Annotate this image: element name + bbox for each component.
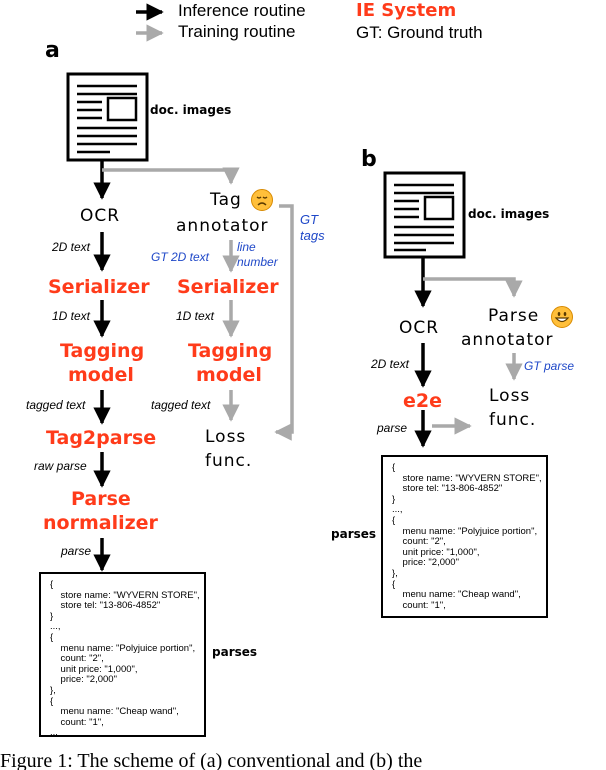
grinning-face-icon: [551, 306, 573, 328]
e2e-node: e2e: [403, 390, 442, 412]
tag2parse-node: Tag2parse: [46, 427, 157, 449]
edge-gt-parse: GT parse: [524, 359, 575, 373]
loss-func-a-2: func.: [205, 451, 253, 471]
legend-training-label: Training routine: [178, 22, 296, 41]
doc-images-label-b: doc. images: [468, 207, 550, 221]
parse-annotator-line1: Parse: [488, 306, 540, 326]
document-icon-b: [383, 171, 466, 259]
edge-2d-text-b: 2D text: [371, 357, 410, 371]
edge-parse-a: parse: [61, 544, 92, 558]
parses-text-a: { store name: "WYVERN STORE", store tel:…: [50, 579, 200, 739]
parses-label-a: parses: [212, 645, 258, 659]
serializer-node-b: Serializer: [177, 276, 279, 298]
edge-gt-2d-text: GT 2D text: [151, 250, 210, 264]
parses-label-b: parses: [331, 527, 377, 541]
loss-func-b-1: Loss: [489, 386, 531, 406]
edge-2d-text-a: 2D text: [52, 240, 91, 254]
tagging-model-right-1: Tagging: [188, 340, 273, 362]
gt-tags-line2: tags: [300, 228, 325, 243]
tagging-model-right-2: model: [196, 364, 262, 386]
serializer-node-a: Serializer: [48, 276, 150, 298]
edge-raw-parse: raw parse: [34, 459, 87, 473]
document-icon-a: [66, 72, 149, 162]
panel-a-label: a: [45, 38, 60, 63]
ocr-node-a: OCR: [80, 206, 121, 226]
legend-ground-truth: GT: Ground truth: [356, 23, 483, 42]
edge-1d-text-right: 1D text: [176, 309, 215, 323]
parses-box-a: { store name: "WYVERN STORE", store tel:…: [39, 572, 206, 739]
doc-images-label-a: doc. images: [150, 103, 232, 117]
parse-normalizer-2: normalizer: [43, 512, 158, 534]
parses-box-b: { store name: "WYVERN STORE", store tel:…: [381, 455, 548, 621]
gt-tags-line1: GT: [300, 212, 319, 227]
tag-annotator-line2: annotator: [176, 216, 269, 236]
figure-caption-text: Figure 1: The scheme of (a) conventional…: [0, 750, 423, 770]
parse-annotator-line2: annotator: [461, 330, 554, 350]
ocr-node-b: OCR: [399, 318, 440, 338]
arrow-doc-to-tag-annotator: [102, 167, 240, 185]
edge-1d-text-left: 1D text: [52, 309, 91, 323]
figure-caption: Figure 1: The scheme of (a) conventional…: [0, 748, 606, 770]
tag-annotator-line1: Tag: [210, 190, 242, 210]
arrow-gt-tags-to-loss: [274, 204, 294, 441]
parse-normalizer-1: Parse: [71, 488, 131, 510]
panel-b-label: b: [361, 147, 377, 172]
parses-text-b: { store name: "WYVERN STORE", store tel:…: [392, 462, 542, 622]
legend-inference-label: Inference routine: [178, 1, 306, 20]
legend-ie-system: IE System: [356, 0, 457, 21]
tagging-model-left-2: model: [68, 364, 134, 386]
edge-tagged-text-left: tagged text: [26, 398, 86, 412]
loss-func-a-1: Loss: [205, 427, 247, 447]
edge-parse-b: parse: [377, 421, 408, 435]
arrow-doc-to-parse-annotator: [423, 277, 523, 298]
edge-tagged-text-right: tagged text: [151, 398, 211, 412]
tagging-model-left-1: Tagging: [60, 340, 145, 362]
loss-func-b-2: func.: [489, 410, 537, 430]
edge-line-number-2: number: [237, 255, 278, 269]
edge-line-number-1: line: [237, 240, 256, 254]
disappointed-face-icon: [251, 189, 273, 211]
